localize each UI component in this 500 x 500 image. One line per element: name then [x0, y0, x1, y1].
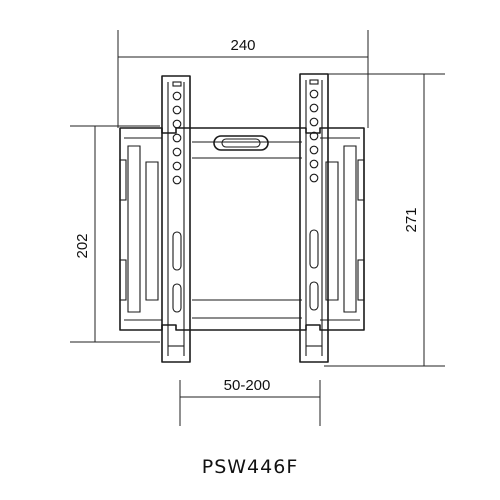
plate-outline — [119, 127, 365, 331]
right-arm-slot — [309, 229, 319, 269]
wall-plate — [119, 127, 365, 331]
dimension-label-top-width: 240 — [230, 37, 255, 54]
left-arm-holes — [172, 91, 182, 185]
right-arm — [299, 73, 329, 363]
mount-hole — [309, 103, 319, 113]
mount-hole — [309, 131, 319, 141]
dimension-top-width: 240 — [117, 30, 369, 128]
dimension-total-height: 271 — [324, 73, 445, 367]
dimension-label-vesa-range: 50-200 — [224, 377, 271, 394]
left-arm-lower-slot — [172, 283, 182, 313]
right-arm-lower-slot — [309, 281, 319, 311]
dimension-label-left-height: 202 — [74, 233, 91, 258]
model-number: PSW446F — [201, 456, 299, 478]
left-arm — [161, 75, 191, 363]
mount-hole — [172, 147, 182, 157]
plate-right-notch — [357, 259, 365, 301]
plate-right-inner-column — [325, 161, 339, 301]
plate-left-column — [127, 145, 141, 313]
plate-right-column — [343, 145, 357, 313]
dimension-left-height: 202 — [70, 125, 160, 343]
mount-hole — [172, 175, 182, 185]
left-arm-outline — [161, 75, 191, 363]
mount-hole — [309, 145, 319, 155]
center-slot-inner — [221, 138, 261, 148]
mount-hole — [172, 105, 182, 115]
mount-hole — [309, 173, 319, 183]
right-arm-tab — [309, 79, 319, 85]
dimension-vesa-range: 50-200 — [179, 377, 321, 426]
mount-hole — [172, 91, 182, 101]
mount-hole — [172, 119, 182, 129]
plate-left-inner-column — [145, 161, 159, 301]
dimension-label-total-height: 271 — [403, 207, 420, 232]
center-slot — [213, 135, 269, 151]
plate-left-notch — [119, 159, 127, 201]
mount-hole — [309, 89, 319, 99]
right-arm-outline — [299, 73, 329, 363]
left-arm-slot — [172, 231, 182, 271]
mount-hole — [172, 133, 182, 143]
right-arm-holes — [309, 89, 319, 183]
plate-left-notch — [119, 259, 127, 301]
mount-hole — [309, 159, 319, 169]
mount-hole — [172, 161, 182, 171]
plate-right-notch — [357, 159, 365, 201]
left-arm-tab — [172, 81, 182, 87]
mount-hole — [309, 117, 319, 127]
